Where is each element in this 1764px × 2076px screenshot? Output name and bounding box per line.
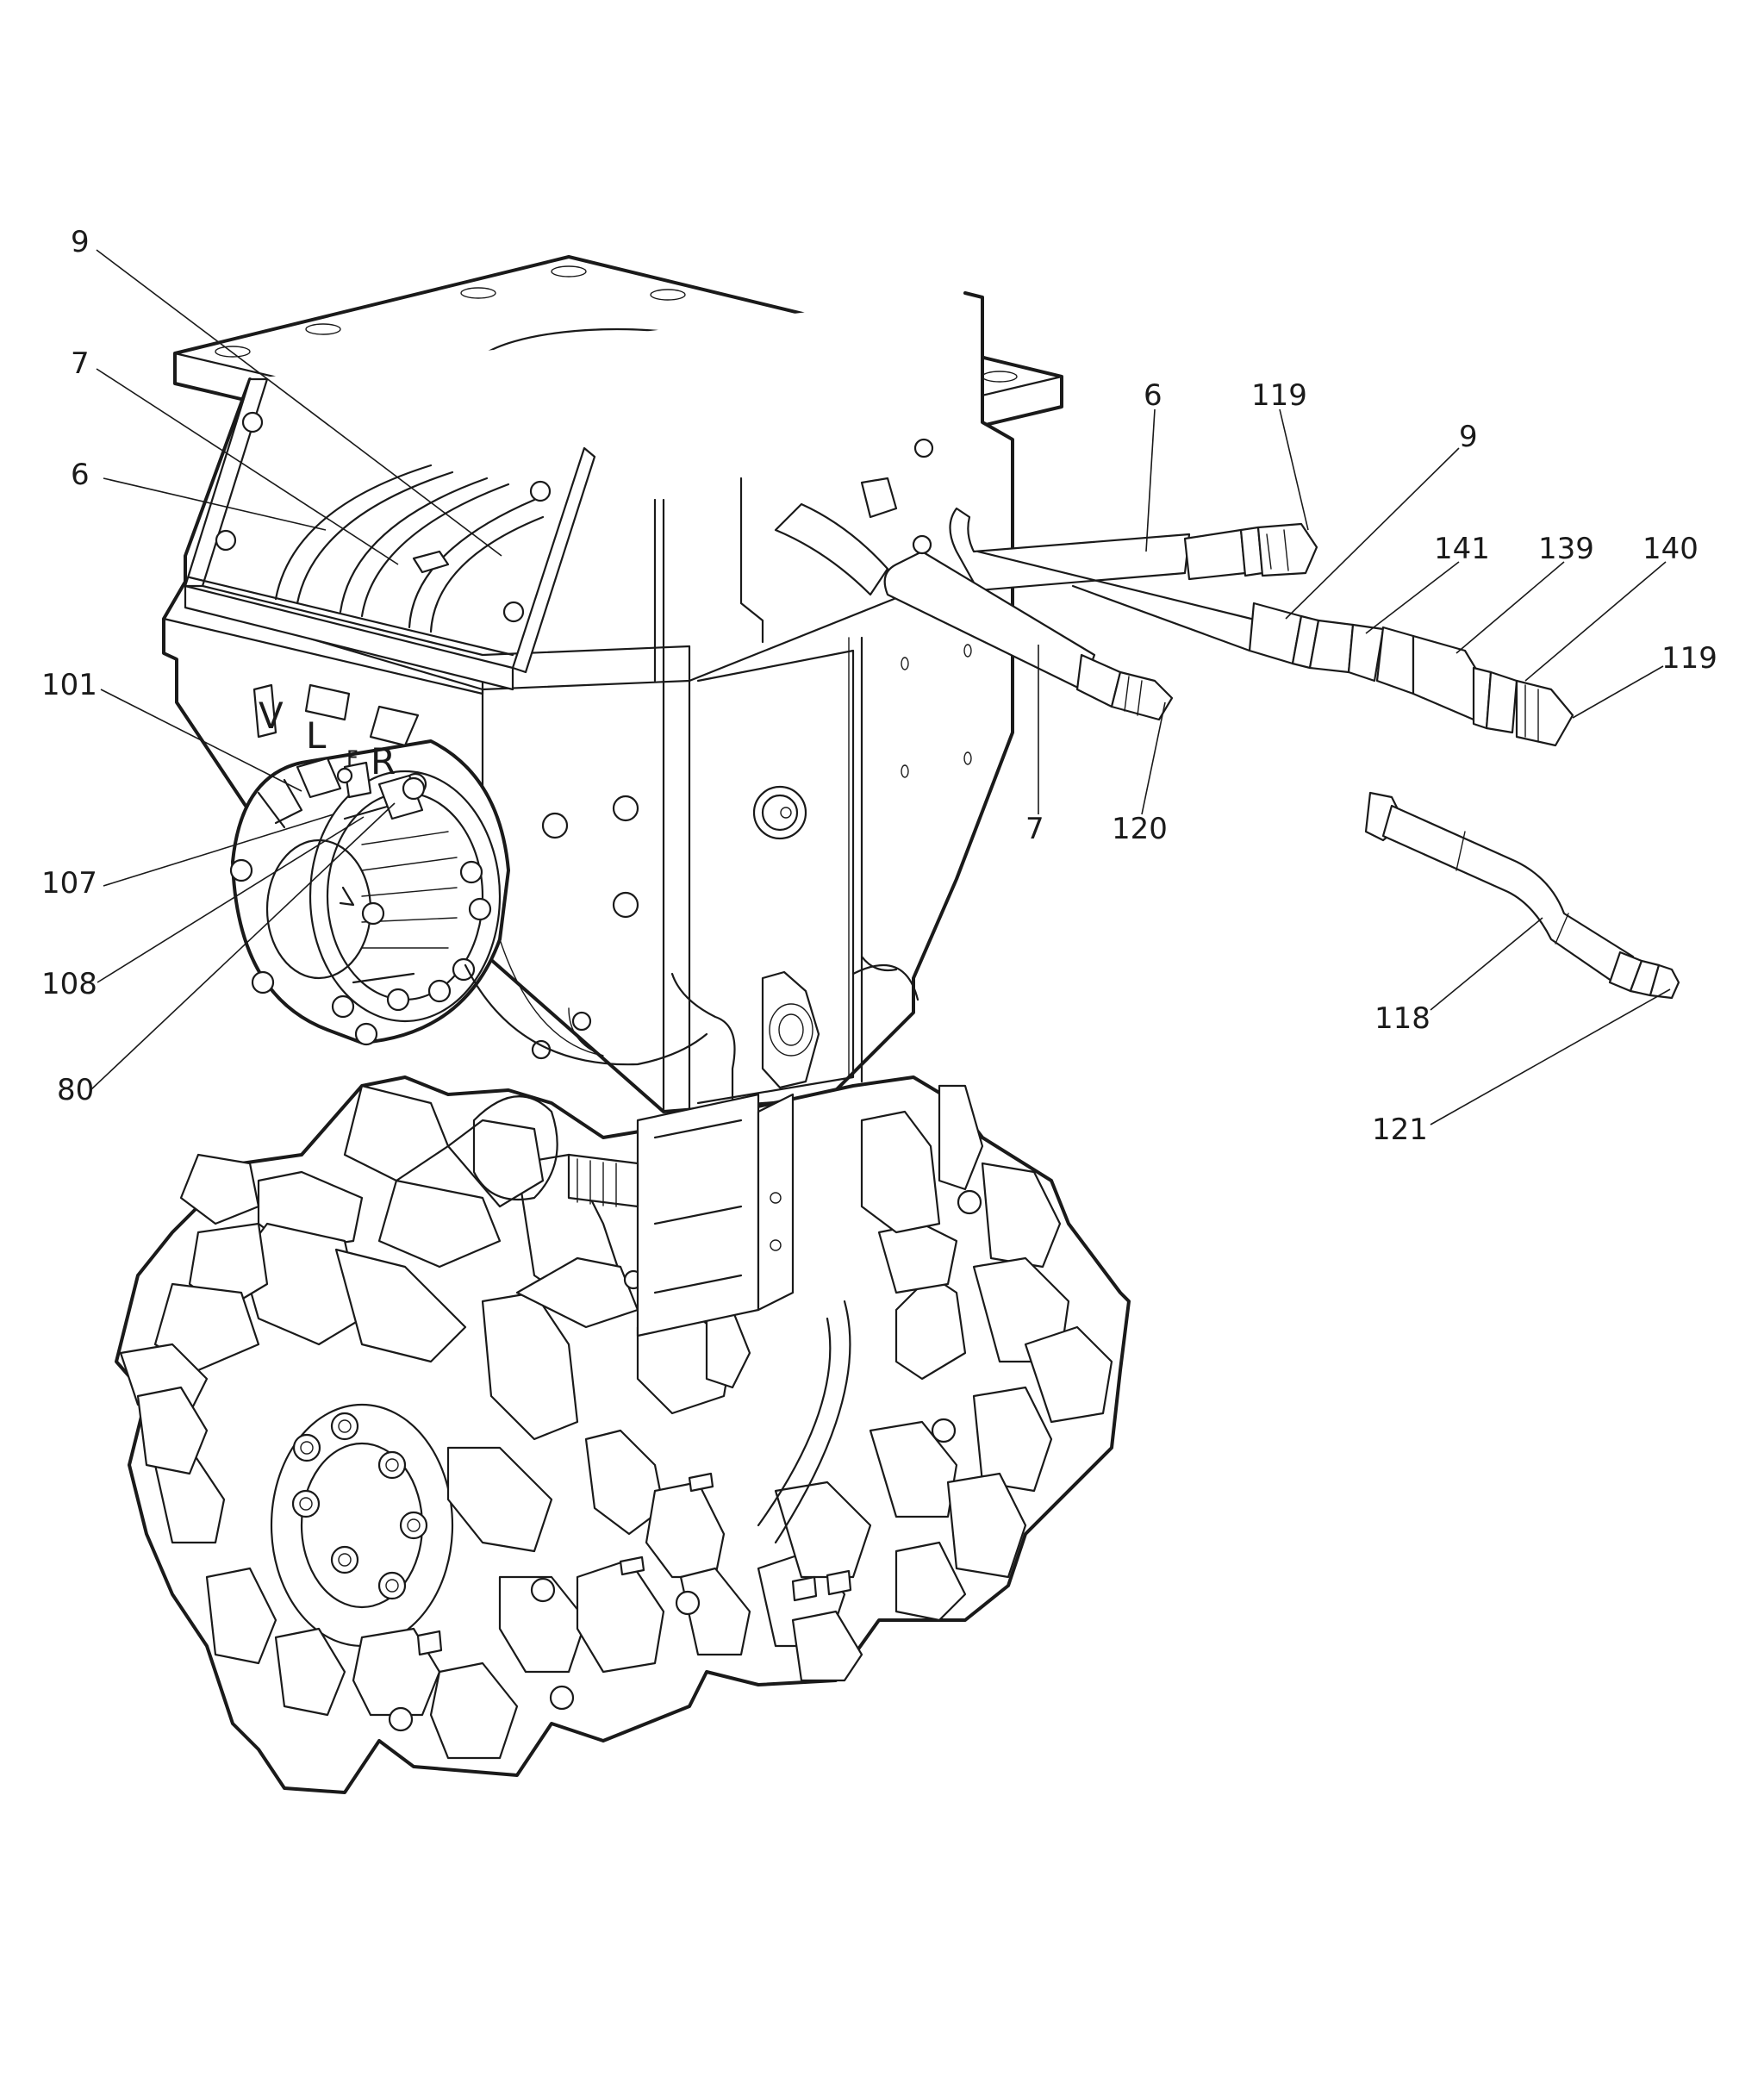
gearbox-housing [162, 291, 1014, 1113]
port-mark-v: V [259, 695, 284, 737]
label-6-left: 6 [71, 458, 90, 492]
label-120: 120 [1112, 812, 1168, 846]
hose-guard [184, 377, 596, 691]
label-141: 141 [1434, 532, 1490, 566]
label-108: 108 [41, 967, 97, 1001]
label-119-top: 119 [1251, 378, 1307, 413]
label-80: 80 [57, 1073, 94, 1107]
milling-drum [115, 1075, 1131, 1794]
hoses [774, 438, 1680, 1000]
leader-lines [90, 249, 1671, 1125]
label-119-right: 119 [1661, 641, 1717, 676]
label-118: 118 [1374, 1001, 1431, 1036]
port-connectors [252, 683, 426, 829]
reference-labels: 9 7 6 101 107 108 80 6 119 9 141 139 140… [41, 225, 1717, 1147]
label-140: 140 [1642, 532, 1699, 566]
label-9-right: 9 [1459, 420, 1478, 454]
label-107: 107 [41, 866, 97, 901]
label-101: 101 [41, 668, 97, 702]
label-6-right: 6 [1144, 378, 1162, 413]
label-139: 139 [1538, 532, 1594, 566]
port-mark-f: F [346, 746, 358, 770]
hydraulic-motor [229, 739, 708, 1066]
port-mark-r: R [371, 740, 396, 782]
port-mark-l: L [306, 714, 327, 757]
label-7-right: 7 [1025, 812, 1044, 846]
label-121: 121 [1372, 1113, 1428, 1147]
label-7-left: 7 [71, 346, 90, 381]
label-9-left: 9 [71, 225, 90, 259]
